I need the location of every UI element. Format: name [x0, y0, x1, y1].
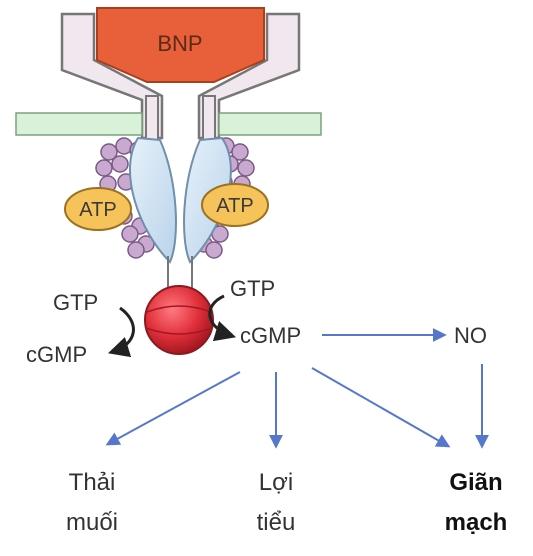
cgmp-left-label: cGMP [26, 342, 87, 367]
arrow-cgmp-to-vasodilation [311, 367, 451, 448]
no-label: NO [454, 323, 487, 348]
gtp-right-label: GTP [230, 276, 275, 301]
diuresis-line1: Lợi [259, 469, 293, 496]
atp-right: ATP [201, 183, 269, 227]
signaling-arrows [105, 328, 489, 449]
bnp-label: BNP [157, 31, 202, 56]
receptor-extracellular-domain [60, 12, 301, 140]
gtp-to-cgmp-arrow-left [107, 306, 135, 358]
salt-excretion-line1: Thải [69, 469, 116, 496]
arrow-cgmp-to-salt-excretion [105, 371, 241, 446]
vasodilation-line1: Giãn [449, 469, 502, 496]
transmembrane-segments [145, 95, 216, 143]
cell-membrane [15, 112, 322, 136]
catalytic-core [144, 285, 214, 355]
bnp-ligand: BNP [96, 7, 265, 83]
diuresis-line2: tiểu [257, 509, 296, 536]
cgmp-right-label: cGMP [240, 323, 301, 348]
effect-salt-excretion: Thải muối [66, 469, 118, 536]
gtp-left-label: GTP [53, 290, 98, 315]
atp-right-label: ATP [216, 195, 253, 217]
gtp-to-cgmp-arrow-right [208, 294, 237, 342]
effect-diuresis: Lợi tiểu [257, 469, 296, 536]
vasodilation-line2: mạch [445, 509, 508, 536]
salt-excretion-line2: muối [66, 509, 118, 536]
effect-vasodilation: Giãn mạch [445, 469, 508, 536]
atp-left: ATP [64, 187, 132, 231]
atp-left-label: ATP [79, 199, 116, 221]
